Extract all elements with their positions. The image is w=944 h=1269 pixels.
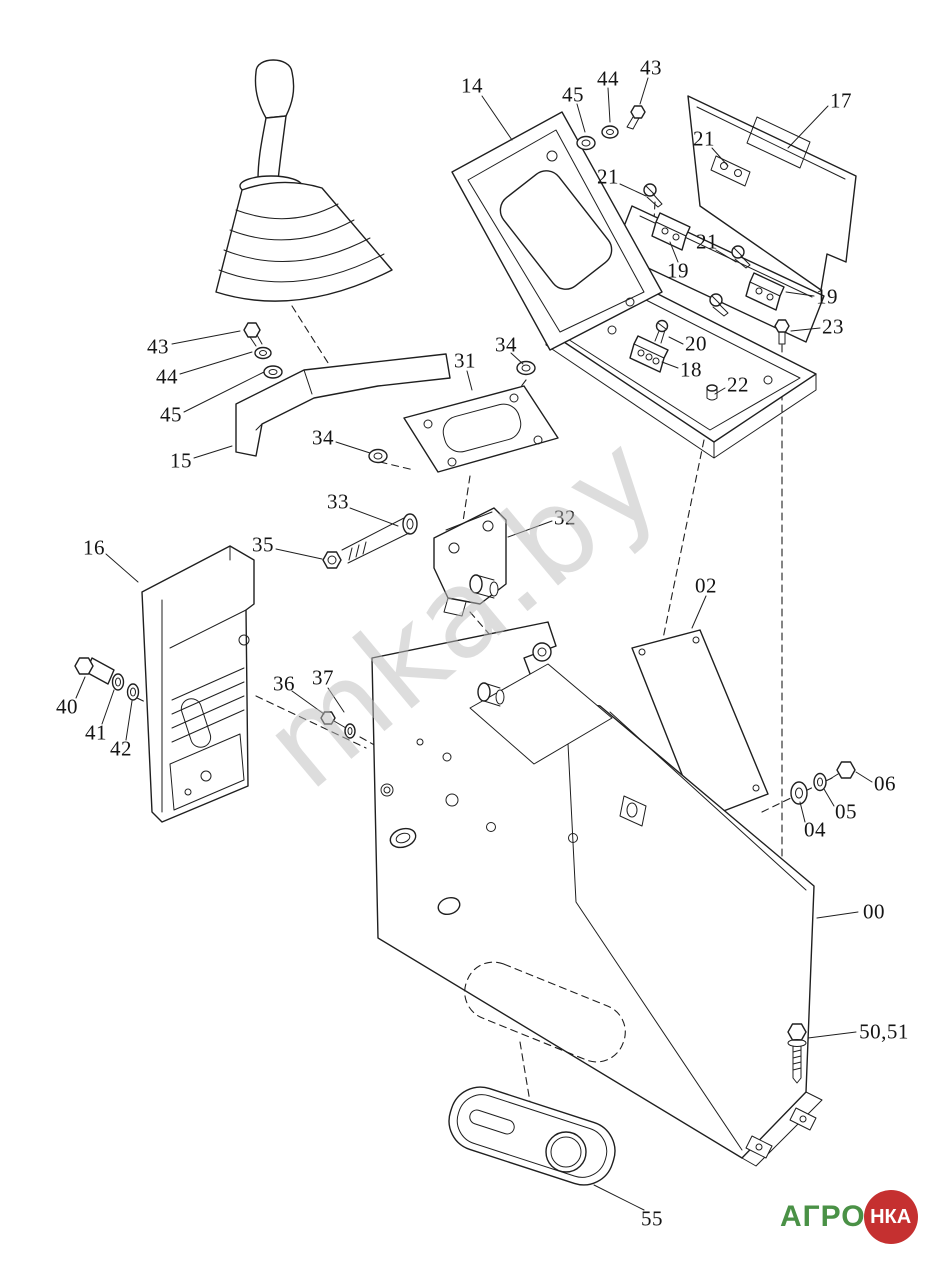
- part-label-42: 42: [110, 736, 132, 761]
- part-43-44-45-top-fasteners: [576, 105, 646, 151]
- part-label-32: 32: [554, 505, 576, 530]
- brand-logo: АГРО НКА: [780, 1190, 918, 1244]
- part-label-14: 14: [461, 73, 483, 98]
- part-label-55: 55: [641, 1206, 663, 1231]
- part-label-44: 44: [597, 66, 619, 91]
- part-label-40: 40: [56, 694, 78, 719]
- part-label-45: 45: [160, 402, 182, 427]
- part-gear-lever-boot: [215, 59, 393, 302]
- part-20-screw: [654, 319, 669, 344]
- part-31-plate: [403, 385, 559, 473]
- part-label-37: 37: [312, 665, 334, 690]
- part-23-bolt: [774, 319, 790, 345]
- brand-logo-text: АГРО: [780, 1200, 866, 1233]
- part-label-04: 04: [804, 817, 826, 842]
- part-label-44: 44: [156, 364, 178, 389]
- part-04-05-06-fasteners: [790, 761, 856, 805]
- part-label-43: 43: [640, 55, 662, 80]
- part-label-50-51: 50,51: [859, 1019, 909, 1044]
- part-label-41: 41: [85, 720, 107, 745]
- part-34-washers: [368, 360, 536, 464]
- part-label-21: 21: [597, 164, 619, 189]
- part-14-top-panel: [451, 111, 663, 351]
- part-label-23: 23: [822, 314, 844, 339]
- part-label-02: 02: [695, 573, 717, 598]
- part-label-19: 19: [667, 258, 689, 283]
- part-label-16: 16: [83, 535, 105, 560]
- part-label-36: 36: [273, 671, 295, 696]
- part-label-18: 18: [680, 357, 702, 382]
- part-50-51-bolt: [787, 1023, 807, 1084]
- part-label-43: 43: [147, 334, 169, 359]
- brand-logo-badge: НКА: [863, 1190, 918, 1244]
- leader-lines: [75, 77, 873, 1211]
- part-label-19: 19: [816, 284, 838, 309]
- part-43-44-45-left-fasteners: [243, 322, 283, 379]
- part-55-base-plate: [448, 1086, 616, 1186]
- part-label-22: 22: [727, 372, 749, 397]
- part-label-31: 31: [454, 348, 476, 373]
- part-16-side-panel: [141, 545, 255, 823]
- part-label-00: 00: [863, 899, 885, 924]
- part-18-bracket: [629, 335, 669, 373]
- part-32-bracket: [433, 507, 507, 617]
- part-00-console-body: [371, 621, 823, 1167]
- part-label-34: 34: [312, 425, 334, 450]
- part-label-15: 15: [170, 448, 192, 473]
- part-17-rear-cover: [687, 95, 857, 291]
- part-label-20: 20: [685, 331, 707, 356]
- part-label-45: 45: [562, 82, 584, 107]
- part-label-33: 33: [327, 489, 349, 514]
- part-label-21: 21: [693, 126, 715, 151]
- part-36-37-fasteners: [320, 711, 356, 739]
- part-22-pin: [706, 384, 718, 401]
- part-label-17: 17: [830, 88, 852, 113]
- part-label-21: 21: [696, 229, 718, 254]
- part-40-41-42-fasteners: [74, 657, 140, 701]
- part-15-trim-bracket: [235, 353, 451, 457]
- part-02-side-plate: [631, 629, 769, 821]
- part-label-35: 35: [252, 532, 274, 557]
- part-33-bolt: [322, 513, 418, 569]
- part-label-05: 05: [835, 799, 857, 824]
- part-label-06: 06: [874, 771, 896, 796]
- part-label-34: 34: [495, 332, 517, 357]
